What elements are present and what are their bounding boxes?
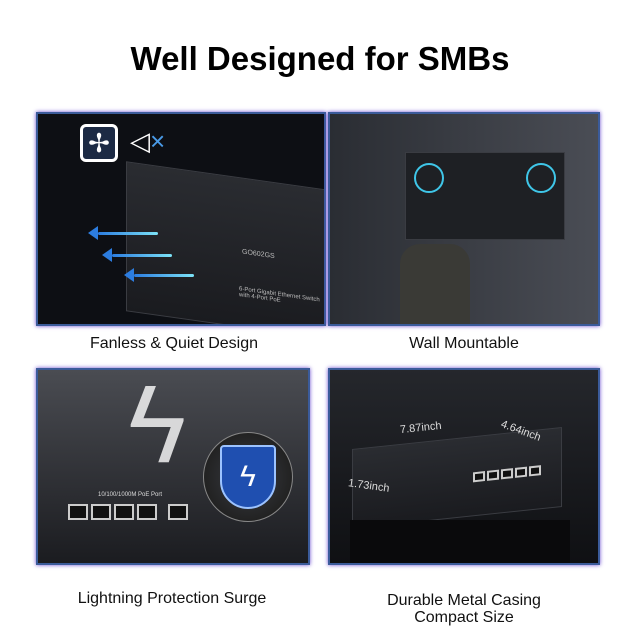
mount-hole <box>526 163 556 193</box>
airflow-arrow <box>102 248 172 262</box>
ethernet-port <box>529 465 541 477</box>
mount-hole <box>414 163 444 193</box>
ethernet-port <box>68 504 88 520</box>
ethernet-port <box>137 504 157 520</box>
pedestal <box>350 520 570 563</box>
drill <box>400 244 470 324</box>
panel-fanless: ✢ ◁× GO602GS 6-Port Gigabit Ethernet Swi… <box>36 112 326 326</box>
ethernet-port <box>114 504 134 520</box>
fan-icon: ✢ <box>80 124 118 162</box>
caption-line: Compact Size <box>414 609 514 626</box>
caption-lightning: Lightning Protection Surge <box>77 590 267 607</box>
panel-dimensions: 7.87inch 4.64inch 1.73inch <box>328 368 600 565</box>
airflow-arrow <box>88 226 158 240</box>
port-row <box>68 504 191 525</box>
caption-dimensions: Durable Metal Casing Compact Size <box>314 592 614 626</box>
device-model: GO602GS <box>242 248 275 261</box>
ethernet-port <box>168 504 188 520</box>
airflow-arrow <box>124 268 194 282</box>
switch-device: GO602GS 6-Port Gigabit Ethernet Switch w… <box>126 161 324 324</box>
switch-device <box>352 426 562 530</box>
ethernet-port <box>515 466 527 478</box>
caption-fanless: Fanless & Quiet Design <box>89 335 259 352</box>
page-title: Well Designed for SMBs <box>130 40 510 77</box>
wall-mounted-switch <box>405 152 565 240</box>
device-label: 6-Port Gigabit Ethernet Switch with 4-Po… <box>239 286 320 304</box>
port-label: 10/100/1000M PoE Port <box>98 492 163 498</box>
caption-wall-mount: Wall Mountable <box>409 335 519 352</box>
mute-icon: ◁× <box>130 126 166 156</box>
ethernet-port <box>501 468 513 480</box>
caption-line: Durable Metal Casing <box>387 592 541 609</box>
panel-lightning: ϟ 10/100/1000M PoE Port ϟ <box>36 368 310 565</box>
ethernet-port <box>487 469 499 481</box>
dimension-length: 7.87inch <box>399 419 443 437</box>
shield-icon: ϟ <box>203 432 293 522</box>
panel-wall-mount <box>328 112 600 326</box>
ethernet-port <box>91 504 111 520</box>
lightning-icon: ϟ <box>128 368 187 486</box>
ethernet-port <box>473 471 485 483</box>
